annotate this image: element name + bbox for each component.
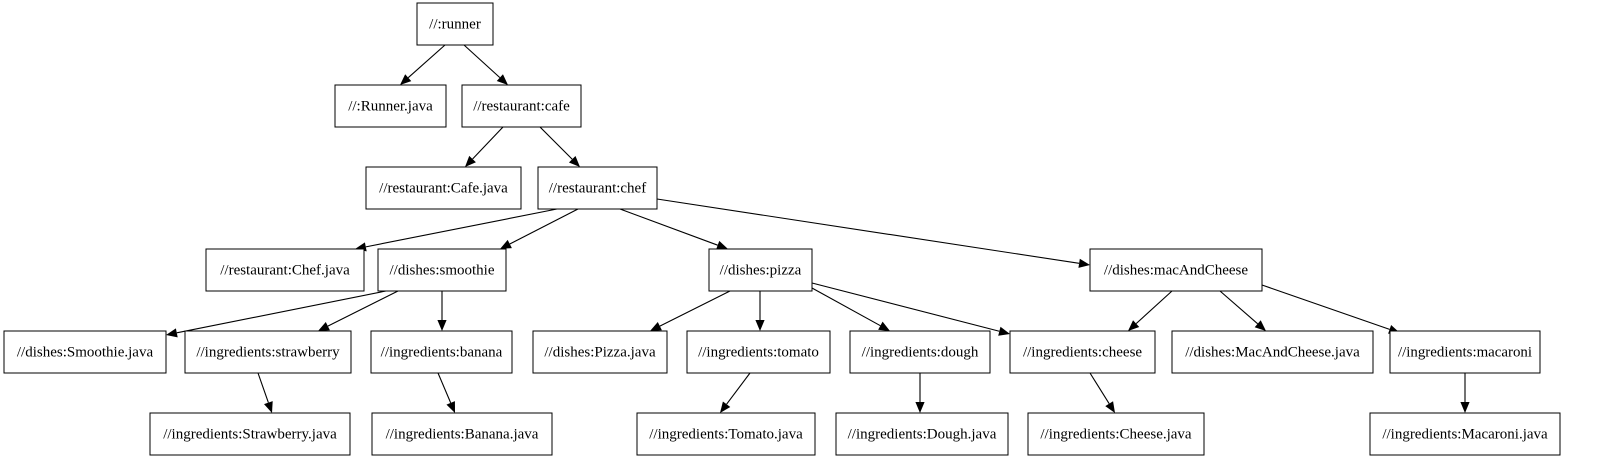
- graph-node-strawberry_java[interactable]: //ingredients:Strawberry.java: [149, 412, 351, 456]
- graph-node-cheese_java[interactable]: //ingredients:Cheese.java: [1027, 412, 1205, 456]
- graph-node-ing_tomato[interactable]: //ingredients:tomato: [686, 330, 831, 374]
- graph-node-label: //ingredients:Strawberry.java: [163, 426, 337, 442]
- edge-dishes_mac-to-ing_cheese: [1128, 290, 1173, 331]
- edge-dishes_smoothie-to-smoothie_java: [166, 290, 387, 338]
- graph-node-ing_macaroni[interactable]: //ingredients:macaroni: [1389, 330, 1541, 374]
- edge-dishes_smoothie-to-ing_banana: [437, 291, 447, 331]
- graph-node-tomato_java[interactable]: //ingredients:Tomato.java: [636, 412, 816, 456]
- graph-node-restaurant_cafe[interactable]: //restaurant:cafe: [461, 84, 582, 128]
- graph-node-label: //ingredients:macaroni: [1398, 344, 1532, 360]
- graph-node-label: //dishes:MacAndCheese.java: [1185, 344, 1360, 360]
- graph-node-label: //restaurant:Chef.java: [220, 262, 350, 278]
- edge-restaurant_cafe-to-cafe_java: [465, 126, 504, 167]
- graph-node-label: //dishes:smoothie: [390, 262, 495, 278]
- edge-ing_dough-to-dough_java: [915, 373, 925, 413]
- edge-dishes_mac-to-ing_macaroni: [1261, 284, 1400, 334]
- graph-node-label: //ingredients:strawberry: [196, 344, 340, 360]
- graph-node-restaurant_chef[interactable]: //restaurant:chef: [537, 166, 658, 210]
- edge-dishes_pizza-to-ing_tomato: [755, 291, 765, 331]
- graph-node-label: //ingredients:Cheese.java: [1040, 426, 1192, 442]
- edge-restaurant_chef-to-dishes_mac: [656, 198, 1090, 268]
- graph-node-label: //:runner: [429, 16, 481, 32]
- edge-runner-to-runner_java: [400, 44, 446, 85]
- graph-node-banana_java[interactable]: //ingredients:Banana.java: [371, 412, 553, 456]
- graph-node-dishes_pizza[interactable]: //dishes:pizza: [708, 248, 813, 292]
- graph-node-label: //ingredients:cheese: [1023, 344, 1142, 360]
- graph-node-label: //ingredients:banana: [381, 344, 503, 360]
- graph-node-label: //restaurant:chef: [549, 180, 646, 196]
- edge-restaurant_chef-to-dishes_smoothie: [500, 208, 579, 249]
- edge-dishes_smoothie-to-ing_strawberry: [318, 290, 399, 331]
- edges-layer: [166, 44, 1470, 413]
- edge-dishes_pizza-to-pizza_java: [650, 290, 731, 331]
- graph-node-label: //dishes:Pizza.java: [544, 344, 656, 360]
- graph-node-label: //dishes:macAndCheese: [1104, 262, 1248, 278]
- graph-node-smoothie_java[interactable]: //dishes:Smoothie.java: [3, 330, 167, 374]
- graph-node-dishes_smoothie[interactable]: //dishes:smoothie: [377, 248, 507, 292]
- graph-node-ing_dough[interactable]: //ingredients:dough: [849, 330, 991, 374]
- graph-node-dough_java[interactable]: //ingredients:Dough.java: [835, 412, 1009, 456]
- edge-restaurant_chef-to-chef_java: [355, 208, 558, 252]
- graph-node-ing_cheese[interactable]: //ingredients:cheese: [1009, 330, 1156, 374]
- graph-node-ing_strawberry[interactable]: //ingredients:strawberry: [184, 330, 352, 374]
- graph-node-label: //ingredients:Macaroni.java: [1382, 426, 1548, 442]
- graph-node-pizza_java[interactable]: //dishes:Pizza.java: [532, 330, 668, 374]
- graph-node-label: //:Runner.java: [348, 98, 433, 114]
- graph-node-cafe_java[interactable]: //restaurant:Cafe.java: [365, 166, 522, 210]
- edge-runner-to-restaurant_cafe: [463, 44, 508, 85]
- graph-node-label: //ingredients:Banana.java: [386, 426, 539, 442]
- edge-ing_banana-to-banana_java: [437, 372, 455, 413]
- graph-node-label: //ingredients:Dough.java: [848, 426, 997, 442]
- graph-node-label: //ingredients:tomato: [698, 344, 819, 360]
- graph-node-label: //ingredients:dough: [862, 344, 979, 360]
- edge-ing_strawberry-to-strawberry_java: [257, 372, 273, 413]
- graph-node-runner[interactable]: //:runner: [416, 2, 494, 46]
- edge-dishes_mac-to-mac_java: [1219, 290, 1266, 331]
- graph-node-dishes_mac[interactable]: //dishes:macAndCheese: [1089, 248, 1263, 292]
- edge-ing_macaroni-to-macaroni_java: [1460, 373, 1470, 413]
- graph-node-label: //dishes:Smoothie.java: [17, 344, 154, 360]
- edge-restaurant_cafe-to-restaurant_chef: [539, 126, 580, 167]
- graph-node-chef_java[interactable]: //restaurant:Chef.java: [205, 248, 365, 292]
- graph-node-macaroni_java[interactable]: //ingredients:Macaroni.java: [1369, 412, 1561, 456]
- graph-node-label: //dishes:pizza: [720, 262, 802, 278]
- graph-node-label: //ingredients:Tomato.java: [649, 426, 803, 442]
- edge-dishes_pizza-to-ing_cheese: [811, 282, 1010, 336]
- edge-restaurant_chef-to-dishes_pizza: [619, 208, 728, 250]
- edge-ing_cheese-to-cheese_java: [1089, 372, 1115, 413]
- edge-dishes_pizza-to-ing_dough: [811, 287, 890, 331]
- graph-node-ing_banana[interactable]: //ingredients:banana: [370, 330, 513, 374]
- nodes-layer: //:runner //:Runner.java //restaurant:cafe…: [3, 2, 1561, 456]
- graph-node-label: //restaurant:Cafe.java: [379, 180, 508, 196]
- edge-ing_tomato-to-tomato_java: [720, 372, 751, 413]
- graph-node-label: //restaurant:cafe: [473, 98, 570, 114]
- graph-node-runner_java[interactable]: //:Runner.java: [334, 84, 447, 128]
- graph-node-mac_java[interactable]: //dishes:MacAndCheese.java: [1171, 330, 1374, 374]
